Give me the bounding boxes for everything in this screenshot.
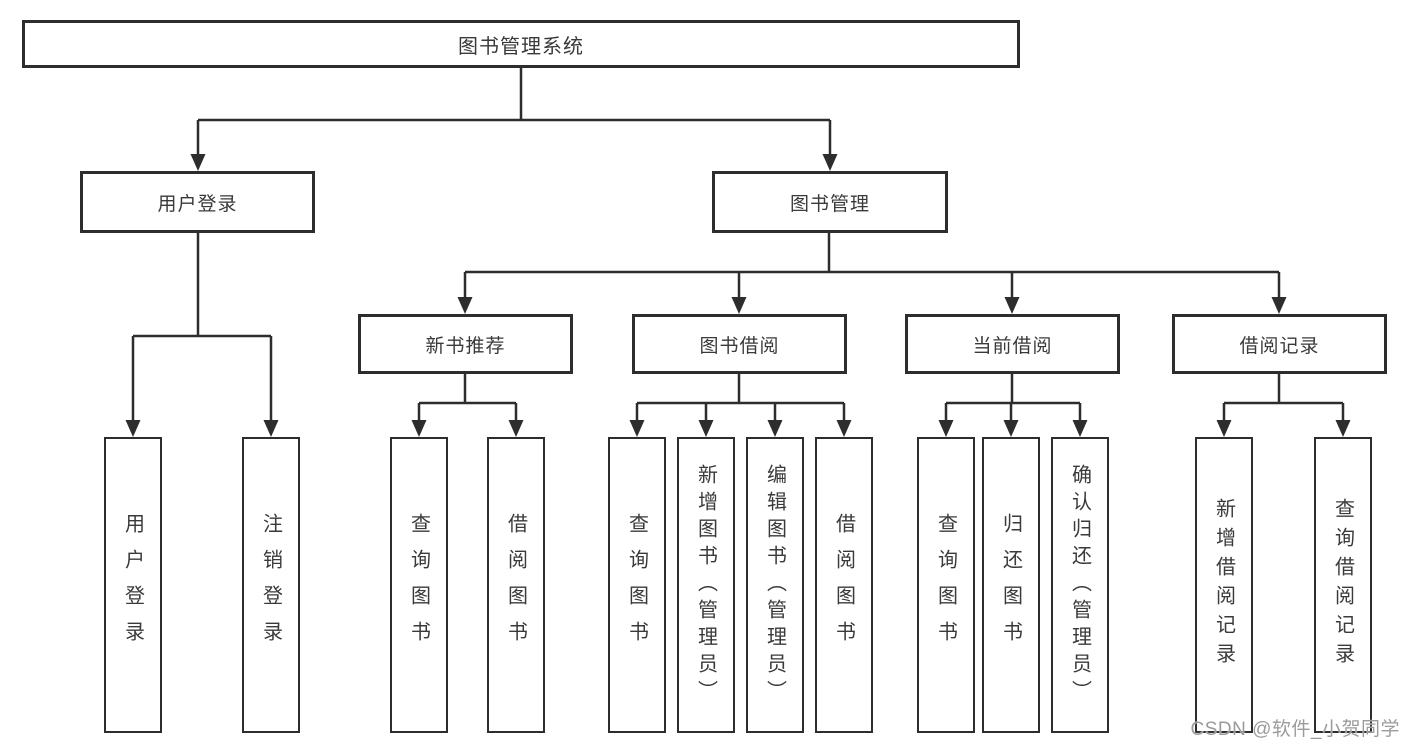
leaf-add-books-admin: 新增图书（管理员） xyxy=(677,437,735,733)
leaf-query-books-current: 查询图书 xyxy=(917,437,975,733)
arrow-down-icon xyxy=(1072,420,1088,437)
node-borrow-records: 借阅记录 xyxy=(1172,314,1387,374)
node-new-book-recommend: 新书推荐 xyxy=(358,314,573,374)
node-book-management: 图书管理 xyxy=(712,171,948,233)
arrow-down-icon xyxy=(938,420,954,437)
arrow-down-icon xyxy=(1003,420,1019,437)
arrow-down-icon xyxy=(1335,420,1351,437)
leaf-query-books-recommend: 查询图书 xyxy=(390,437,448,733)
arrow-down-icon xyxy=(411,420,427,437)
arrowheads xyxy=(125,154,1351,437)
connector-records-to-leaves xyxy=(1222,374,1345,422)
arrow-down-icon xyxy=(836,420,852,437)
leaf-query-books-borrow: 查询图书 xyxy=(608,437,666,733)
leaf-edit-books-admin: 编辑图书（管理员） xyxy=(746,437,804,733)
leaf-user-login: 用户登录 xyxy=(104,437,162,733)
node-user-login: 用户登录 xyxy=(80,171,315,233)
arrow-down-icon xyxy=(629,420,645,437)
connector-newbooks-to-leaves xyxy=(417,374,518,422)
arrow-down-icon xyxy=(1271,297,1287,314)
leaf-query-borrow-record: 查询借阅记录 xyxy=(1314,437,1372,733)
arrow-down-icon xyxy=(822,154,838,171)
connector-bookmgmt-to-level3 xyxy=(463,233,1281,299)
arrow-down-icon xyxy=(508,420,524,437)
node-library-system: 图书管理系统 xyxy=(22,20,1020,68)
arrow-down-icon xyxy=(1004,297,1020,314)
arrow-down-icon xyxy=(457,297,473,314)
connector-bookborrow-to-leaves xyxy=(635,374,846,422)
arrow-down-icon xyxy=(731,297,747,314)
connector-userlogin-to-leaves xyxy=(131,233,273,422)
arrow-down-icon xyxy=(263,420,279,437)
node-current-borrow: 当前借阅 xyxy=(905,314,1120,374)
leaf-add-borrow-record: 新增借阅记录 xyxy=(1195,437,1253,733)
arrow-down-icon xyxy=(1216,420,1232,437)
leaf-logout-login: 注销登录 xyxy=(242,437,300,733)
leaf-return-books: 归还图书 xyxy=(982,437,1040,733)
leaf-borrow-books-recommend: 借阅图书 xyxy=(487,437,545,733)
arrow-down-icon xyxy=(767,420,783,437)
connector-root-to-level2 xyxy=(196,68,832,156)
arrow-down-icon xyxy=(698,420,714,437)
connector-currentborrow-to-leaves xyxy=(944,374,1082,422)
leaf-confirm-return-admin: 确认归还（管理员） xyxy=(1051,437,1109,733)
node-book-borrow: 图书借阅 xyxy=(632,314,847,374)
arrow-down-icon xyxy=(125,420,141,437)
csdn-watermark: CSDN @软件_小贺同学 xyxy=(1190,719,1400,740)
connector-lines xyxy=(131,68,1345,422)
arrow-down-icon xyxy=(190,154,206,171)
leaf-borrow-books-borrow: 借阅图书 xyxy=(815,437,873,733)
